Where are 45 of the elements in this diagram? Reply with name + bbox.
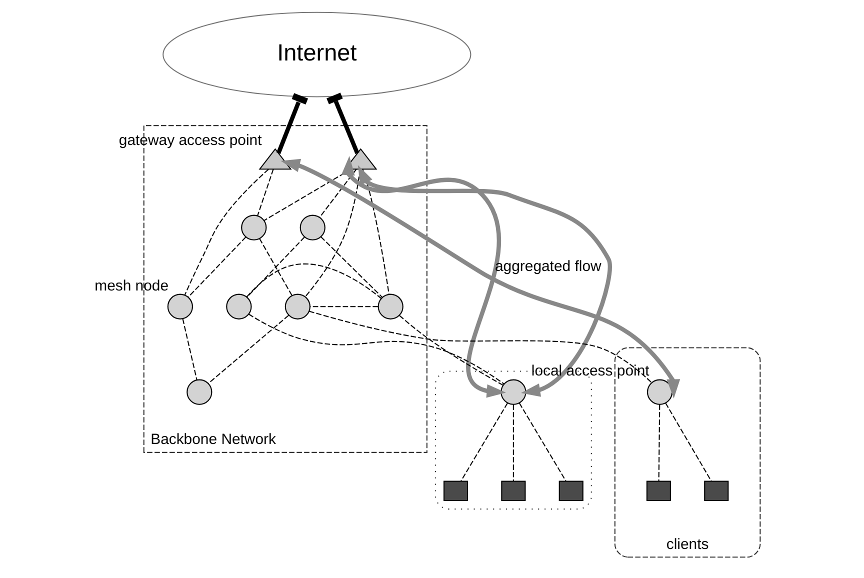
connector	[399, 315, 504, 386]
node-box	[501, 480, 526, 502]
node-circle	[284, 294, 310, 320]
connector	[257, 169, 274, 216]
node-box	[646, 480, 671, 502]
connector	[304, 169, 361, 298]
connector	[326, 92, 360, 154]
node-circle	[500, 379, 526, 405]
node-circle	[300, 214, 326, 240]
node-circle	[378, 294, 404, 320]
connector	[276, 93, 308, 154]
connector	[182, 318, 198, 380]
node-box	[443, 480, 468, 502]
node-label: local access point	[531, 362, 650, 380]
node-circle	[167, 294, 193, 320]
node-triangle	[258, 148, 292, 170]
connector	[512, 404, 514, 482]
connector	[665, 402, 712, 482]
node-circle	[186, 379, 212, 405]
connector	[246, 236, 305, 298]
connector	[658, 404, 660, 482]
arrow	[358, 165, 612, 397]
connector	[460, 402, 508, 482]
connector	[208, 314, 289, 384]
node-label: gateway access point	[118, 132, 262, 150]
connector	[259, 238, 292, 296]
connector	[248, 314, 504, 384]
arrow	[341, 156, 506, 398]
connector	[320, 236, 382, 298]
arrow	[280, 158, 680, 399]
connector	[246, 263, 382, 299]
node-ellipse: Internet	[162, 12, 472, 98]
node-circle	[646, 379, 673, 405]
connector	[184, 168, 269, 296]
connector	[188, 236, 246, 298]
node-circle	[241, 214, 267, 240]
connector	[310, 306, 378, 308]
edge-label: aggregated flow	[495, 258, 602, 276]
connector	[518, 402, 566, 482]
node-box	[704, 480, 729, 502]
connector	[309, 310, 652, 383]
node-box	[558, 480, 584, 502]
node-circle	[226, 294, 252, 320]
connector	[319, 168, 357, 218]
node-label: mesh node	[94, 277, 169, 294]
